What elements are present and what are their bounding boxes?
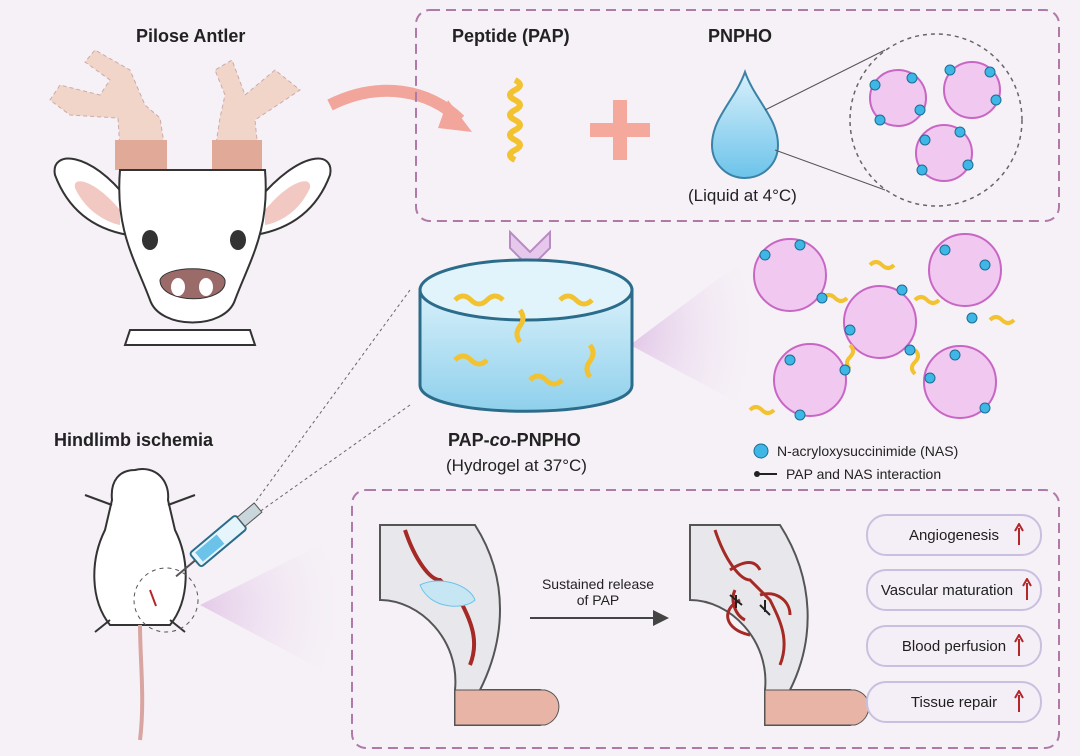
release-label: Sustained release of PAP bbox=[531, 576, 665, 608]
syringe-icon bbox=[175, 502, 263, 578]
hydrogel-label: (Hydrogel at 37°C) bbox=[446, 456, 587, 475]
plus-icon bbox=[590, 100, 650, 160]
pilose-antler-label: Pilose Antler bbox=[136, 26, 246, 46]
hindlimb-label: Hindlimb ischemia bbox=[54, 430, 214, 450]
hydrogel-disk-icon bbox=[418, 258, 634, 413]
release-line-1: Sustained release bbox=[541, 576, 655, 592]
up-arrow-icon bbox=[1014, 523, 1024, 545]
droplet-icon bbox=[710, 69, 780, 180]
up-arrow-icon bbox=[1014, 634, 1024, 656]
outcome-angiogenesis: Angiogenesis bbox=[866, 514, 1042, 556]
polymer-coil-icon bbox=[869, 61, 1001, 182]
release-line-2: of PAP bbox=[576, 592, 620, 608]
outcome-label: Angiogenesis bbox=[908, 526, 1000, 544]
product-prefix: PAP- bbox=[448, 430, 490, 450]
outcome-label: Vascular maturation bbox=[880, 581, 1014, 599]
outcome-box bbox=[351, 489, 1060, 749]
leg-icon bbox=[689, 524, 870, 726]
mouse-icon bbox=[84, 468, 196, 741]
legend-interaction-label: PAP and NAS interaction bbox=[786, 466, 942, 482]
legend-interaction-icon bbox=[754, 471, 777, 477]
peptide-helix-icon bbox=[507, 77, 523, 163]
nas-dots-small bbox=[869, 64, 1002, 176]
peptide-label: Peptide (PAP) bbox=[452, 26, 570, 46]
pnpho-label: PNPHO bbox=[708, 26, 773, 46]
deer-icon bbox=[49, 49, 332, 346]
outcome-blood-perfusion: Blood perfusion bbox=[866, 625, 1042, 667]
outcome-tissue-repair: Tissue repair bbox=[866, 681, 1042, 723]
outcome-label: Tissue repair bbox=[910, 693, 998, 711]
injection-site-circle bbox=[133, 567, 199, 633]
polymer-network-icon bbox=[748, 233, 1016, 421]
outcome-label: Blood perfusion bbox=[901, 637, 1007, 655]
antler-to-peptide-arrow bbox=[327, 84, 465, 125]
leg-icon bbox=[379, 524, 560, 726]
up-arrow-icon bbox=[1014, 690, 1024, 712]
precursor-box bbox=[415, 9, 1060, 222]
up-arrow-icon bbox=[1022, 578, 1032, 600]
outcome-vascular-maturation: Vascular maturation bbox=[866, 569, 1042, 611]
legend-nas-label: N-acryloxysuccinimide (NAS) bbox=[777, 443, 959, 459]
polymer-zoom-circle bbox=[849, 33, 1023, 207]
product-co: co bbox=[489, 430, 511, 450]
product-suffix: -PNPHO bbox=[510, 430, 581, 450]
liquid-label: (Liquid at 4°C) bbox=[688, 186, 797, 205]
product-label: PAP-co-PNPHO bbox=[448, 430, 581, 451]
legend-nas-dot bbox=[753, 443, 769, 459]
